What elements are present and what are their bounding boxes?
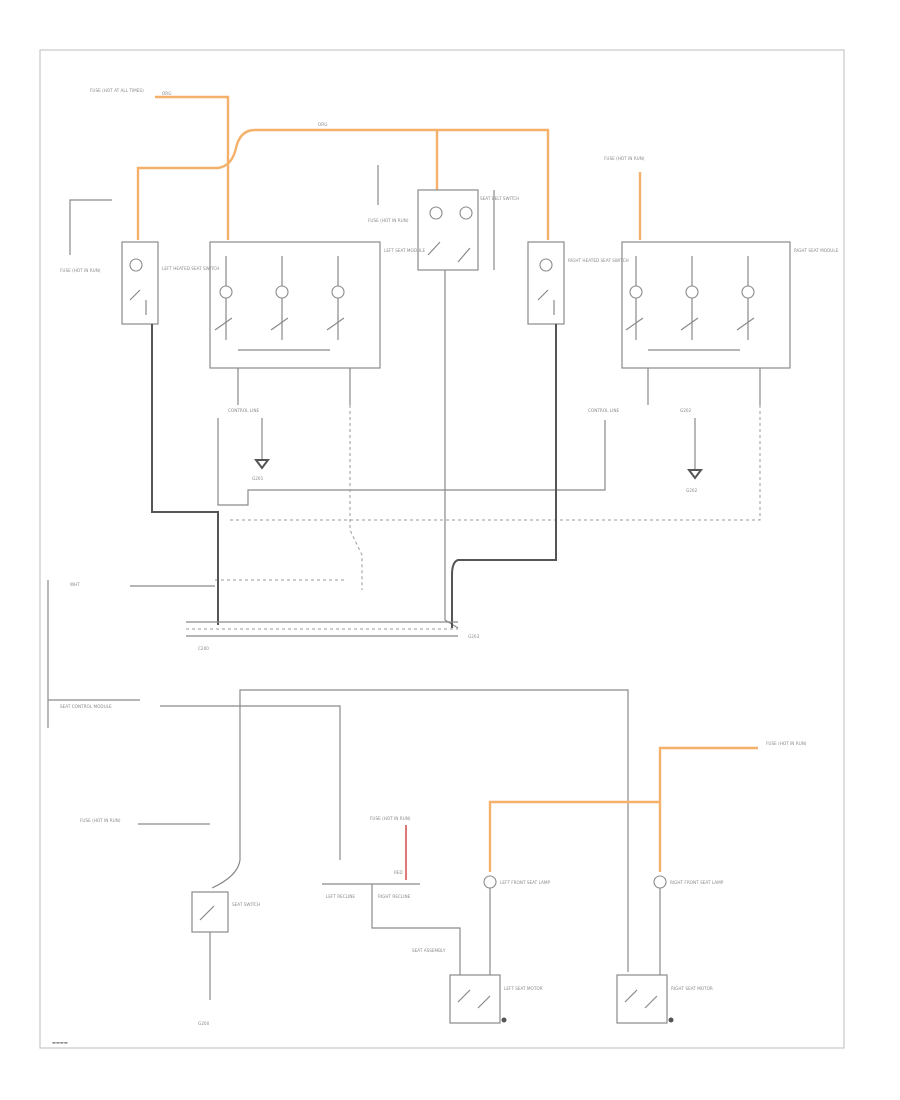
label-source-left: FUSE (HOT IN RUN) [60, 268, 101, 273]
label-source-top: FUSE (HOT AT ALL TIMES) [90, 88, 144, 93]
bottom-motor-right-box [616, 974, 668, 1024]
label-hs-left: LEFT SEAT MODULE [384, 248, 425, 253]
wire-orange-top-feed [155, 95, 230, 240]
page-code: ▬▬▬▬ [52, 1040, 68, 1045]
label-assembly: SEAT ASSEMBLY [412, 948, 446, 953]
bottom-motor-left-box [449, 974, 501, 1024]
label-lamp-l: LEFT FRONT SEAT LAMP [500, 880, 550, 885]
label-sw-bottom-l: LEFT SEAT MOTOR [504, 986, 543, 991]
label-left-bottom-switch: SEAT SWITCH [232, 902, 260, 907]
center-switch-contacts [427, 241, 471, 263]
dashed-links [230, 405, 761, 590]
label-wire-org-2: ORG [318, 122, 327, 127]
label-input-b: CONTROL LINE [588, 408, 619, 413]
bottom-motor-left-contacts [457, 989, 491, 1009]
left-switch-lamp [129, 258, 143, 272]
ground-left-symbol [254, 459, 270, 470]
label-source-mid-2: FUSE (HOT IN RUN) [370, 816, 411, 821]
wire-lower-left [211, 706, 241, 889]
bottom-left-switch-box [191, 891, 229, 933]
label-source-top-right: FUSE (HOT IN RUN) [604, 156, 645, 161]
right-switch-box [527, 241, 565, 325]
right-seat-module-box [621, 241, 791, 369]
trunk-center [444, 270, 459, 629]
label-source-bottom-right: FUSE (HOT IN RUN) [766, 741, 807, 746]
label-conn-center: C200 [198, 646, 209, 651]
wire-orange-bottom-left [488, 800, 660, 872]
left-seat-module-box [209, 241, 381, 369]
label-source-bottom-left: FUSE (HOT IN RUN) [80, 818, 121, 823]
label-ground-right-ref: G202 [680, 408, 692, 413]
wire-cross-link [217, 418, 606, 506]
ground-right-symbol [687, 469, 703, 480]
left-module-internal [225, 256, 339, 340]
right-module-lamp-2 [685, 285, 699, 299]
ground-dot-left [501, 1017, 507, 1023]
label-wire-wht: WHT [70, 582, 80, 587]
label-center: SEAT BELT SWITCH [480, 196, 519, 201]
module-output-wires [237, 368, 761, 405]
right-module-lamp-1 [629, 285, 643, 299]
left-module-contacts [214, 317, 345, 331]
right-module-contacts [625, 317, 755, 331]
trunk-left [151, 324, 219, 625]
label-mid-left: LEFT RECLINE [326, 894, 355, 899]
wire-recline [322, 883, 461, 975]
right-module-internal [635, 256, 749, 340]
right-switch-lamp [539, 258, 553, 272]
lamp-right-bottom [653, 875, 667, 889]
center-switch-box [417, 189, 479, 271]
trunk-right [451, 324, 557, 628]
left-module-lamp-2 [275, 285, 289, 299]
label-left-bottom-ground: G200 [198, 1021, 210, 1026]
right-switch-contact [537, 289, 555, 315]
left-module-lamp-1 [219, 285, 233, 299]
right-module-lamp-3 [741, 285, 755, 299]
center-lamp-1 [429, 206, 443, 220]
label-ground1: G201 [252, 476, 264, 481]
label-wire-red: RED [394, 870, 403, 875]
label-hs-right: RIGHT SEAT MODULE [794, 248, 839, 253]
wire-lower-mid [240, 705, 341, 860]
label-source-mid: FUSE (HOT IN RUN) [368, 218, 409, 223]
label-ground2: G202 [686, 488, 698, 493]
bottom-motor-right-contacts [624, 989, 658, 1009]
wire-orange-top-bus [136, 128, 550, 240]
wire-left-side [47, 580, 140, 728]
label-sw-bottom-r: RIGHT SEAT MOTOR [671, 986, 713, 991]
bottom-left-switch-contact [199, 905, 215, 921]
label-sw-left: LEFT HEATED SEAT SWITCH [162, 266, 219, 271]
label-wire-org-1: ORG [162, 91, 171, 96]
ground-dot-right [668, 1017, 674, 1023]
wire-lower-bus [160, 689, 629, 972]
wire-left-stub [69, 199, 112, 255]
left-switch-contact [129, 289, 147, 315]
left-module-lamp-3 [331, 285, 345, 299]
label-ground-center: G203 [468, 634, 480, 639]
center-lamp-2 [459, 206, 473, 220]
label-control-note: SEAT CONTROL MODULE [60, 704, 112, 709]
diagram-frame [39, 49, 845, 1049]
wire-lamps-down [489, 888, 661, 975]
lamp-left-bottom [483, 875, 497, 889]
label-sw-right: RIGHT HEATED SEAT SWITCH [568, 258, 629, 263]
wire-orange-bottom-right [658, 746, 758, 872]
label-input-a: CONTROL LINE [228, 408, 259, 413]
connector-bars [186, 621, 458, 637]
label-mid-right: RIGHT RECLINE [378, 894, 411, 899]
left-switch-box [121, 241, 159, 325]
label-lamp-r: RIGHT FRONT SEAT LAMP [670, 880, 724, 885]
